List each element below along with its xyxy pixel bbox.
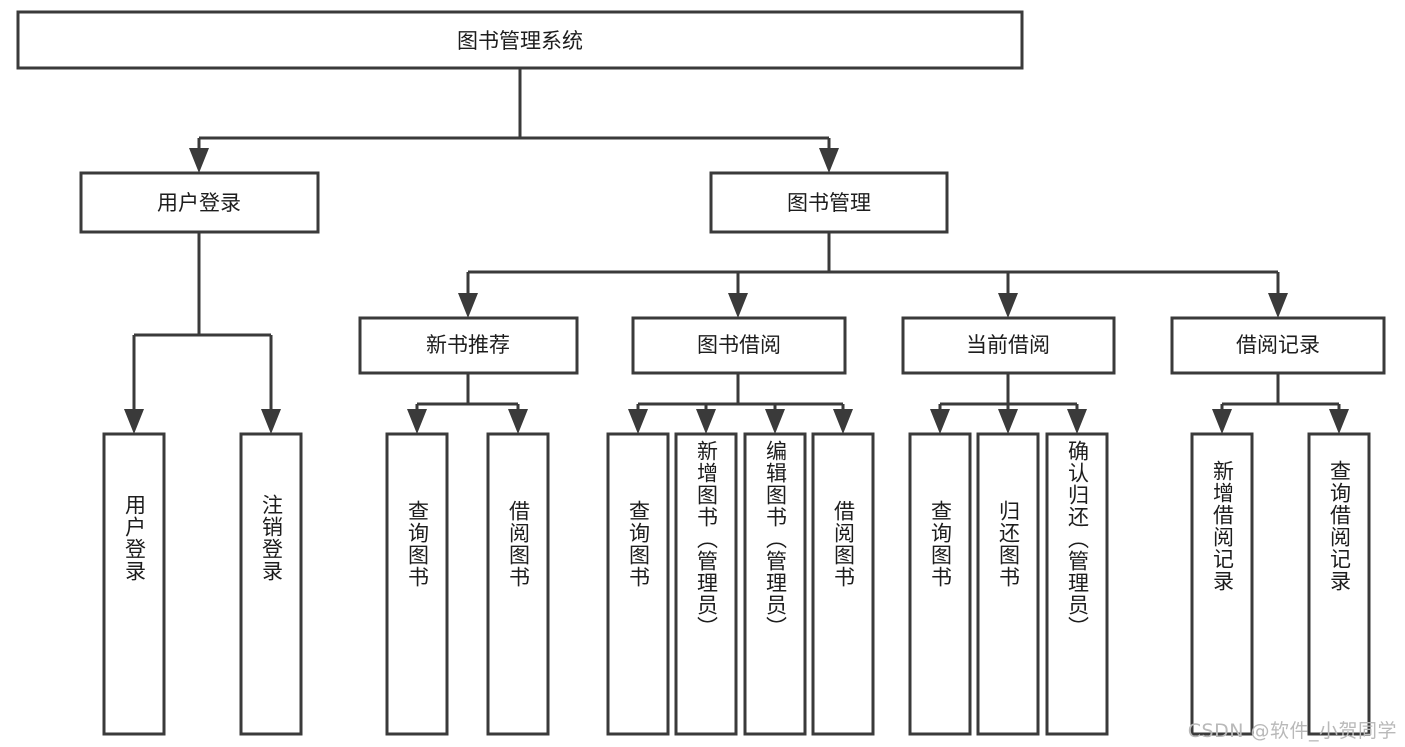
leaf-book-borrow-2[interactable] [743, 432, 807, 736]
arrowhead-nb-leaf-2 [508, 409, 528, 434]
arrowhead-cb-leaf-2 [998, 409, 1018, 434]
connector-group-book-borrow [628, 373, 853, 434]
node-root-label: 图书管理系统 [457, 29, 583, 53]
arrowhead-bb-leaf-1 [628, 409, 648, 434]
arrowhead-cb-leaf-3 [1067, 409, 1087, 434]
leaf-book-borrow-1[interactable] [674, 432, 738, 736]
leaf-new-book-1[interactable] [486, 432, 550, 736]
connector-group-borrow-record [1212, 373, 1349, 434]
arrowhead-bb-leaf-4 [833, 409, 853, 434]
connector-group-new-book [407, 373, 528, 434]
leaf-borrow-record-1[interactable] [1307, 432, 1371, 736]
leaf-user-login-1[interactable] [239, 432, 303, 736]
arrowhead-book-borrow [728, 293, 748, 318]
arrowhead-ul-leaf-1 [124, 409, 144, 434]
leaf-current-borrow-0[interactable] [908, 432, 972, 736]
node-current-borrow-label: 当前借阅 [966, 333, 1050, 357]
node-root[interactable] [16, 10, 1024, 70]
leaf-current-borrow-2[interactable] [1045, 432, 1109, 736]
arrowhead-borrow-record [1268, 293, 1288, 318]
connector-group-user-login [124, 232, 281, 434]
leaf-book-borrow-0[interactable] [606, 432, 670, 736]
node-borrow-record-label: 借阅记录 [1236, 333, 1320, 357]
watermark-text: CSDN @软件_小贺同学 [1187, 720, 1397, 742]
node-book-manage-label: 图书管理 [787, 191, 871, 215]
node-new-book-recommend-label: 新书推荐 [426, 333, 510, 357]
arrowhead-br-leaf-2 [1329, 409, 1349, 434]
leaf-book-borrow-3[interactable] [811, 432, 875, 736]
arrowhead-user-login [189, 148, 209, 173]
node-book-manage[interactable] [709, 171, 949, 234]
node-current-borrow[interactable] [901, 316, 1116, 375]
leaf-borrow-record-0[interactable] [1190, 432, 1254, 736]
node-new-book-recommend[interactable] [358, 316, 579, 375]
node-book-borrow[interactable] [631, 316, 847, 375]
leaf-user-login-0[interactable] [102, 432, 166, 736]
arrowhead-br-leaf-1 [1212, 409, 1232, 434]
arrowhead-nb-leaf-1 [407, 409, 427, 434]
connector-group-current-borrow [930, 373, 1087, 434]
arrowhead-new-book [458, 293, 478, 318]
leaf-current-borrow-1[interactable] [976, 432, 1040, 736]
arrowhead-book-manage [819, 148, 839, 173]
arrowhead-current-borrow [998, 293, 1018, 318]
leaf-new-book-0[interactable] [385, 432, 449, 736]
arrowhead-bb-leaf-2 [696, 409, 716, 434]
arrowhead-cb-leaf-1 [930, 409, 950, 434]
arrowhead-bb-leaf-3 [765, 409, 785, 434]
node-user-login[interactable] [79, 171, 320, 234]
node-borrow-record[interactable] [1170, 316, 1386, 375]
node-book-borrow-label: 图书借阅 [697, 333, 781, 357]
node-user-login-label: 用户登录 [157, 191, 241, 215]
connector-group-root [189, 68, 839, 173]
arrowhead-ul-leaf-2 [261, 409, 281, 434]
connector-group-book-manage [458, 232, 1288, 318]
